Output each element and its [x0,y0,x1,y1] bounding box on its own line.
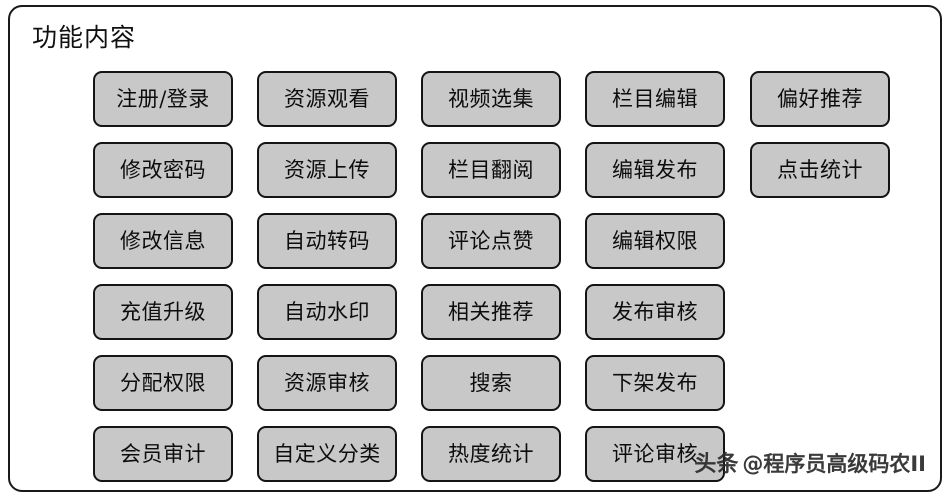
function-column-2: 视频选集栏目翻阅评论点赞相关推荐搜索热度统计 [421,71,561,482]
page-title: 功能内容 [32,23,137,52]
function-button[interactable]: 点击统计 [750,142,890,198]
function-button[interactable]: 资源上传 [257,142,397,198]
function-button[interactable]: 评论点赞 [421,213,561,269]
function-button[interactable]: 下架发布 [585,355,725,411]
function-button[interactable]: 栏目翻阅 [421,142,561,198]
function-button[interactable]: 资源观看 [257,71,397,127]
function-button[interactable]: 修改密码 [93,142,233,198]
function-column-0: 注册/登录修改密码修改信息充值升级分配权限会员审计 [93,71,233,482]
function-button[interactable]: 编辑发布 [585,142,725,198]
function-column-1: 资源观看资源上传自动转码自动水印资源审核自定义分类 [257,71,397,482]
function-button[interactable]: 自动水印 [257,284,397,340]
function-button[interactable]: 充值升级 [93,284,233,340]
function-button[interactable]: 搜索 [421,355,561,411]
function-button[interactable]: 视频选集 [421,71,561,127]
function-button[interactable]: 自动转码 [257,213,397,269]
function-button[interactable]: 热度统计 [421,426,561,482]
function-button[interactable]: 资源审核 [257,355,397,411]
function-button[interactable]: 修改信息 [93,213,233,269]
function-button[interactable]: 评论审核 [585,426,725,482]
function-column-4: 偏好推荐点击统计 [750,71,890,198]
function-button[interactable]: 相关推荐 [421,284,561,340]
function-button[interactable]: 注册/登录 [93,71,233,127]
function-button[interactable]: 偏好推荐 [750,71,890,127]
function-button[interactable]: 栏目编辑 [585,71,725,127]
function-button[interactable]: 会员审计 [93,426,233,482]
function-column-3: 栏目编辑编辑发布编辑权限发布审核下架发布评论审核 [585,71,725,482]
function-button[interactable]: 发布审核 [585,284,725,340]
function-content-panel: 功能内容 注册/登录修改密码修改信息充值升级分配权限会员审计资源观看资源上传自动… [8,5,942,492]
function-button[interactable]: 编辑权限 [585,213,725,269]
function-button-grid: 注册/登录修改密码修改信息充值升级分配权限会员审计资源观看资源上传自动转码自动水… [93,71,893,483]
function-button[interactable]: 分配权限 [93,355,233,411]
function-button[interactable]: 自定义分类 [257,426,397,482]
